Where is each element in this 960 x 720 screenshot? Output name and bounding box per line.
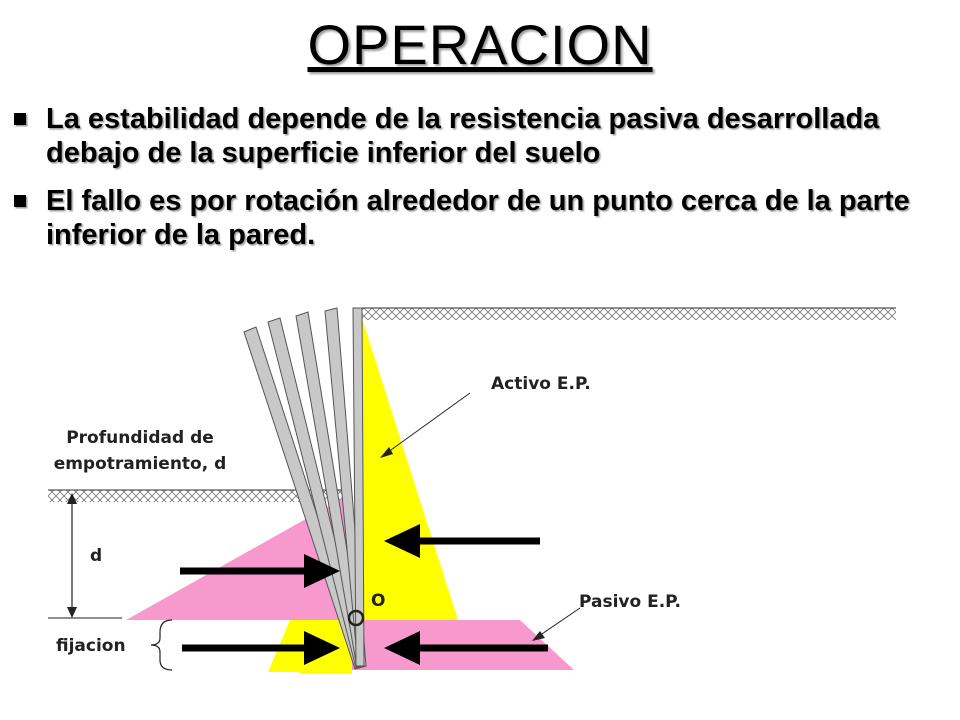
- force-arrows: [180, 524, 548, 665]
- dimension-arrow-up-icon: [67, 493, 77, 504]
- passive-pressure-zone: [126, 493, 352, 620]
- active-pressure-label: Activo E.P.: [491, 374, 591, 394]
- active-pressure-tail: [300, 660, 352, 674]
- arrow-head-icon: [304, 554, 340, 588]
- arrow-head-icon: [384, 631, 420, 665]
- embedment-depth-label-line1: Profundidad de: [66, 428, 214, 448]
- fixation-label: fijacion: [56, 636, 126, 656]
- pivot-point-icon: [347, 609, 365, 627]
- wall-rotation-positions: [243, 307, 367, 670]
- passive-pressure-label: Pasivo E.P.: [579, 592, 681, 612]
- dimension-arrow-down-icon: [67, 607, 77, 618]
- active-pressure-zone: [360, 312, 458, 620]
- embedment-depth-label-line2: empotramiento, d: [54, 454, 227, 474]
- slide-title: OPERACION: [307, 13, 653, 76]
- square-bullet-icon: [14, 113, 26, 125]
- leader-arrow-icon: [380, 447, 393, 458]
- pivot-label: O: [371, 591, 385, 611]
- square-bullet-icon: [14, 195, 26, 207]
- arrow-head-icon: [384, 524, 420, 558]
- bullet-item: La estabilidad depende de la resistencia…: [14, 102, 954, 170]
- bullet-text: La estabilidad depende de la resistencia…: [46, 103, 880, 169]
- ground-surface-bottom: [48, 490, 352, 502]
- bullet-list: La estabilidad depende de la resistencia…: [14, 102, 954, 266]
- fixation-brace-icon: [150, 619, 173, 671]
- ground-surface-top: [360, 308, 896, 320]
- bullet-text: El fallo es por rotación alrededor de un…: [46, 185, 910, 251]
- bullet-item: El fallo es por rotación alrededor de un…: [14, 184, 954, 252]
- passive-label-leader: [535, 607, 581, 639]
- wall-position: [352, 307, 365, 667]
- active-label-leader: [383, 392, 471, 456]
- arrow-head-icon: [304, 631, 340, 665]
- depth-label: d: [90, 546, 102, 566]
- leader-arrow-icon: [532, 631, 545, 641]
